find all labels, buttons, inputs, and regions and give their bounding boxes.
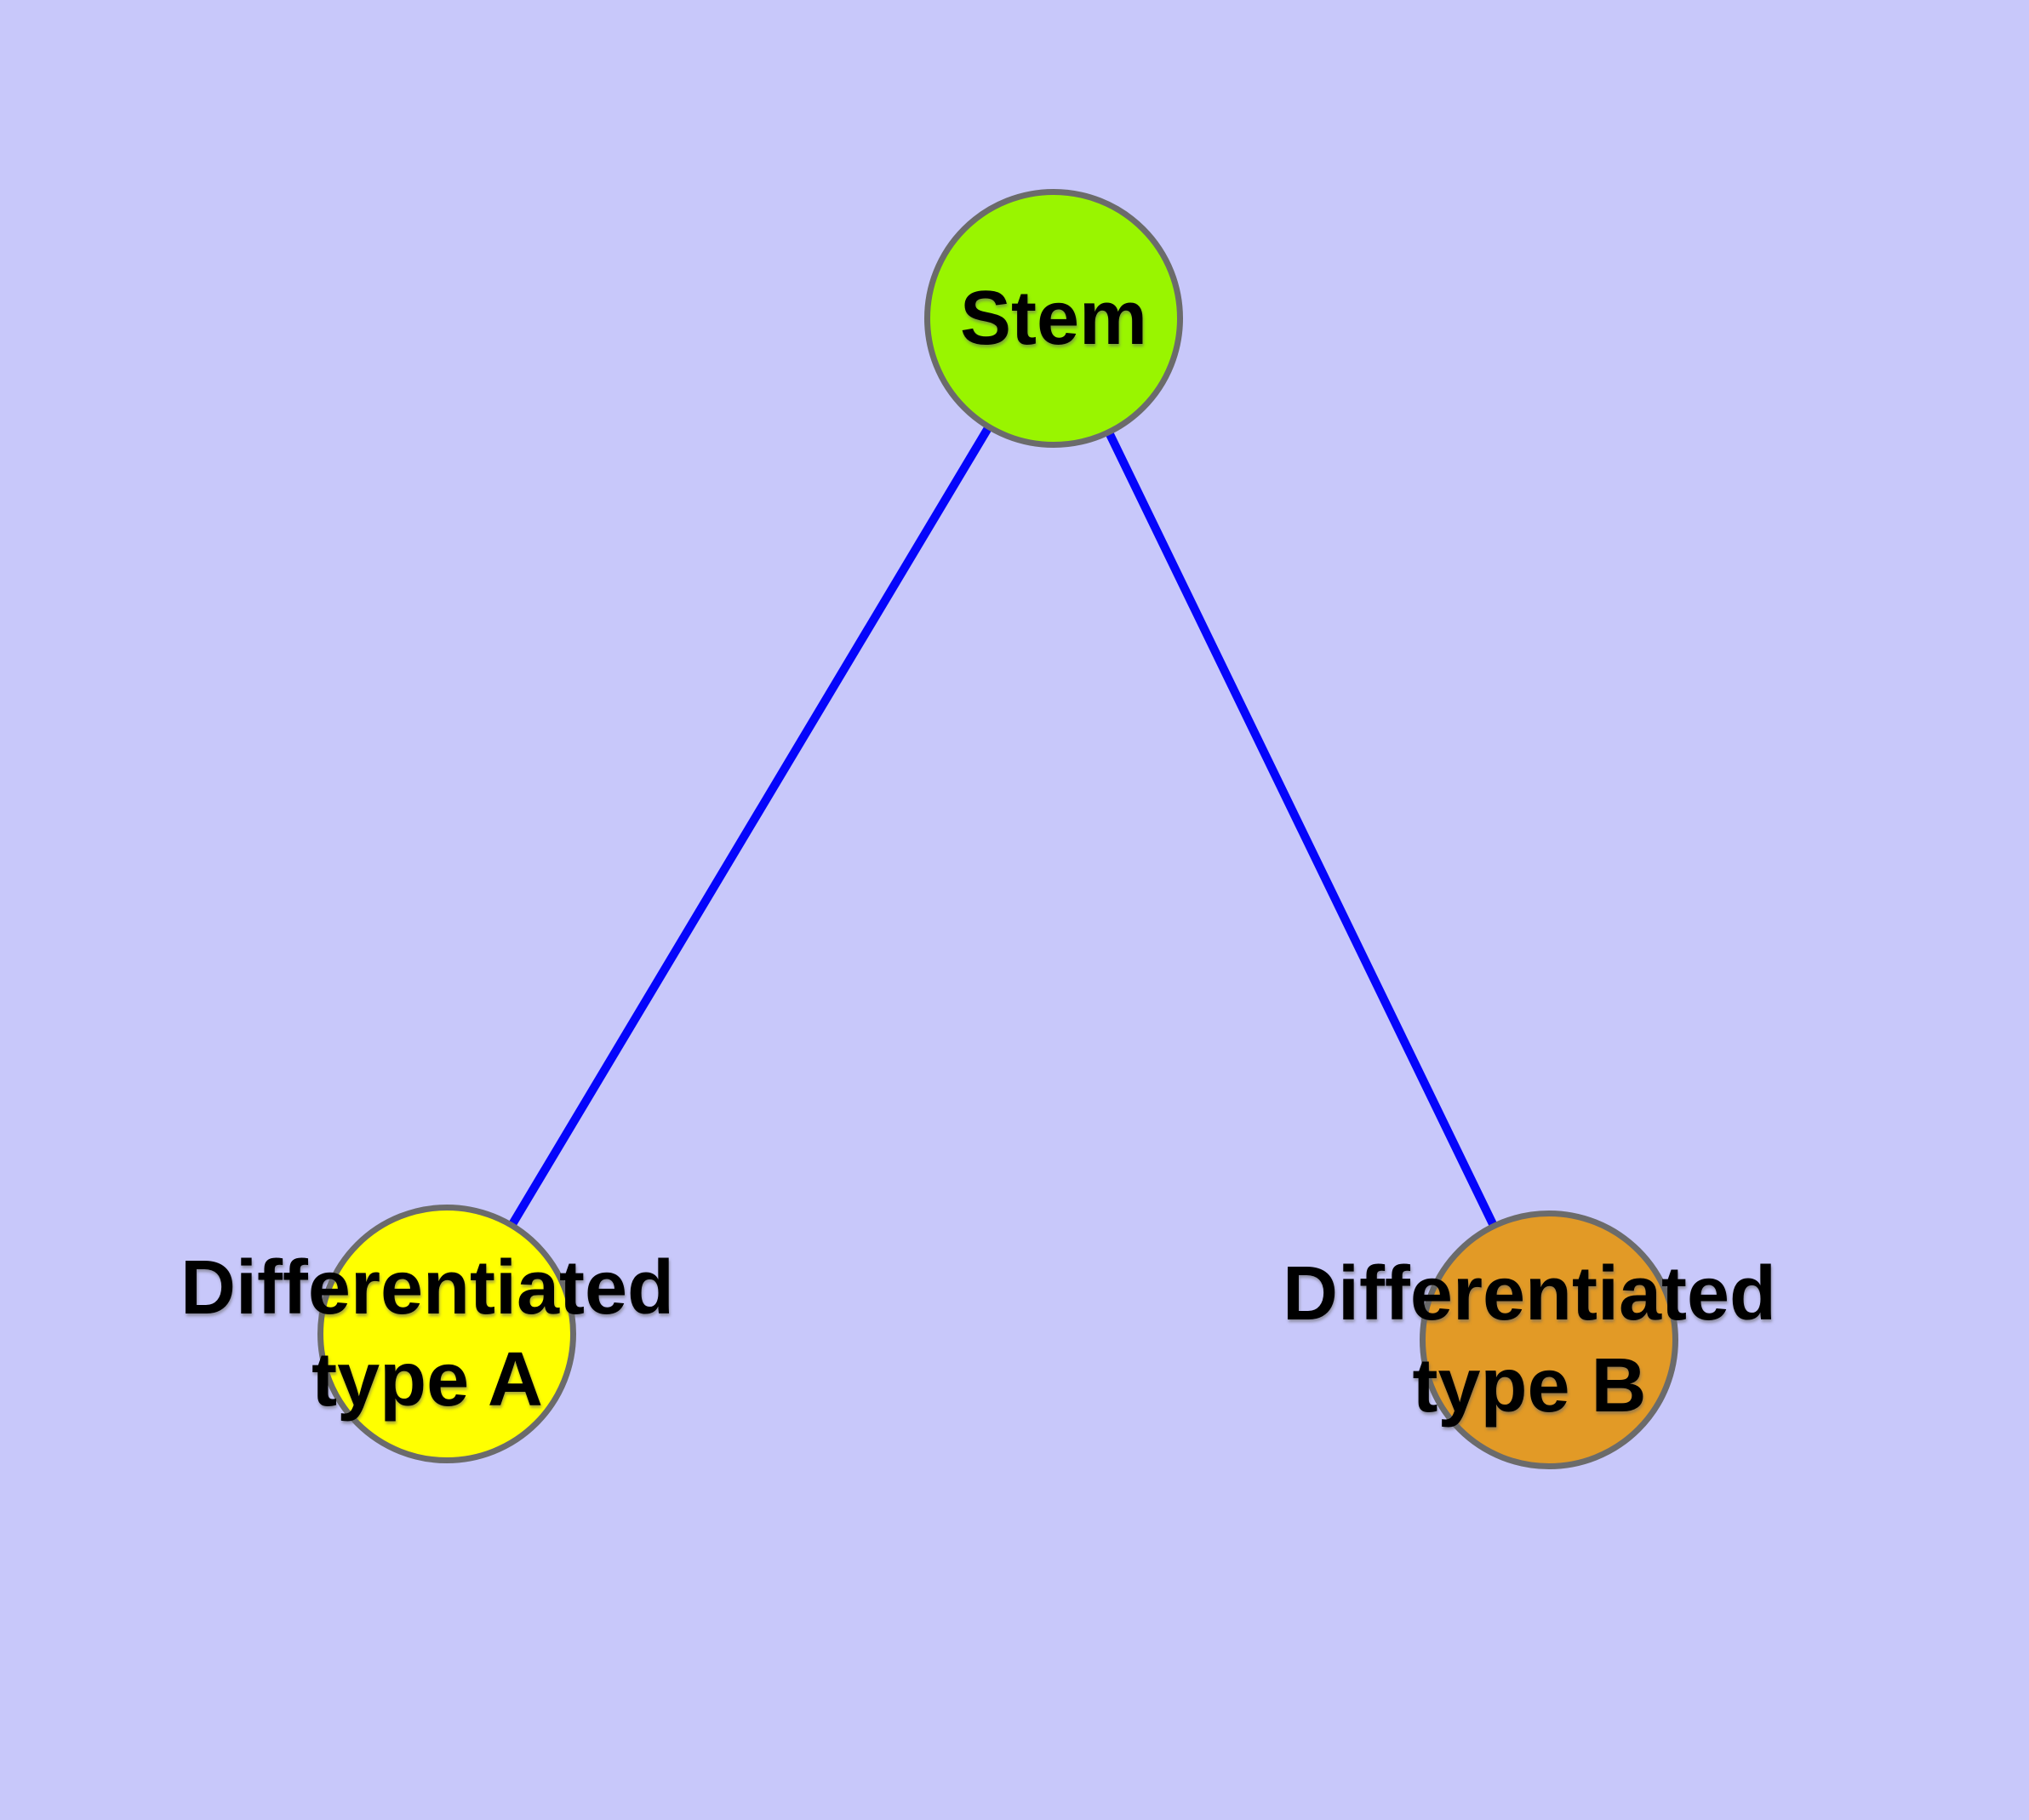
edge-stem-to-differentiated-type-a[interactable]: [443, 316, 1058, 1336]
node-stem-circle[interactable]: [924, 189, 1183, 448]
node-differentiated-type-b-circle[interactable]: [1420, 1210, 1678, 1469]
edge-stem-to-differentiated-type-b[interactable]: [1049, 316, 1553, 1342]
node-differentiated-type-a-circle[interactable]: [317, 1205, 576, 1463]
